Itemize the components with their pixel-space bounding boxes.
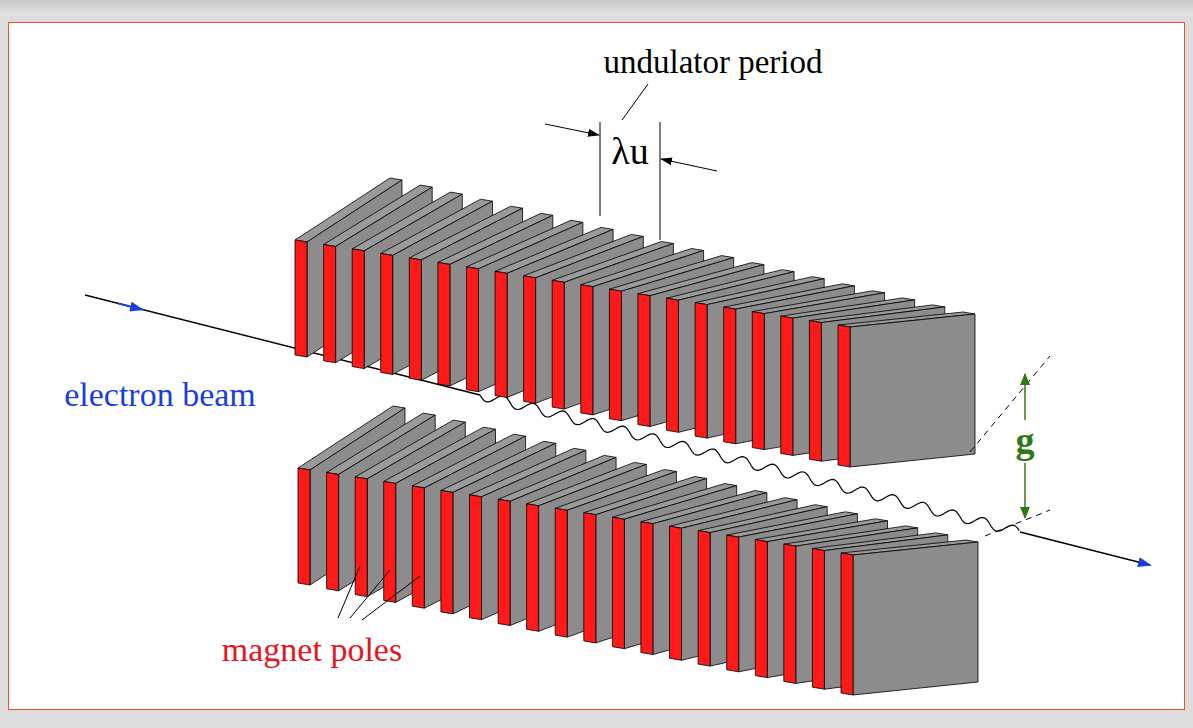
pole-face (609, 289, 621, 421)
beam-arrowhead (118, 303, 142, 309)
pole-face (755, 540, 767, 678)
pole-face (555, 508, 567, 637)
dimension-line (600, 122, 601, 216)
pole-face (670, 526, 682, 660)
pole-face (495, 271, 507, 397)
pole-face (612, 517, 624, 649)
pole-face (667, 298, 679, 432)
pole-face (381, 253, 393, 374)
pole-face (412, 486, 424, 608)
pole-face (695, 303, 707, 439)
pole-face (295, 240, 307, 357)
period-symbol: λu (611, 131, 648, 173)
pole-side (853, 542, 978, 695)
poles-label: magnet poles (222, 631, 402, 668)
pole-face (838, 325, 850, 467)
pole-face (324, 245, 336, 363)
pole-face (352, 249, 364, 369)
gap-arrow (1024, 374, 1026, 420)
pole-face (327, 473, 339, 591)
pole-face (527, 504, 539, 632)
pole-face (809, 321, 821, 462)
pole-face (812, 549, 824, 690)
gap-arrow (1024, 463, 1026, 518)
pole-face (298, 468, 310, 585)
pole-face (441, 490, 453, 614)
leader-line (350, 570, 390, 618)
pole-side (850, 314, 975, 467)
beam-label: electron beam (64, 376, 256, 413)
pole-face (498, 499, 510, 625)
pole-face (752, 312, 764, 450)
pole-face (470, 495, 482, 620)
dimension-arrow (545, 124, 599, 135)
pole-face (781, 316, 793, 455)
pole-face (724, 307, 736, 444)
pole-face (438, 262, 450, 386)
pole-face (727, 535, 739, 672)
gap-dashed-line (970, 356, 1050, 452)
pole-face (355, 477, 367, 597)
pole-face (638, 294, 650, 427)
pole-face (584, 513, 596, 643)
dimension-arrow (661, 159, 717, 171)
pole-face (841, 553, 853, 695)
pole-face (524, 276, 536, 404)
window-bar (0, 0, 1193, 16)
title-label: undulator period (603, 44, 822, 80)
pole-face (552, 280, 564, 409)
gap-label: g (1016, 420, 1035, 462)
leader-line (362, 576, 420, 620)
pole-face (641, 522, 653, 655)
beam-line (1020, 532, 1150, 565)
pole-face (698, 531, 710, 667)
pole-face (384, 481, 396, 602)
dimension-line (660, 122, 661, 240)
pole-face (784, 544, 796, 683)
pole-face (409, 258, 421, 380)
pole-face (467, 267, 479, 392)
gap-dashed-line (985, 510, 1050, 536)
pole-face (581, 285, 593, 415)
leader-line (622, 84, 648, 120)
